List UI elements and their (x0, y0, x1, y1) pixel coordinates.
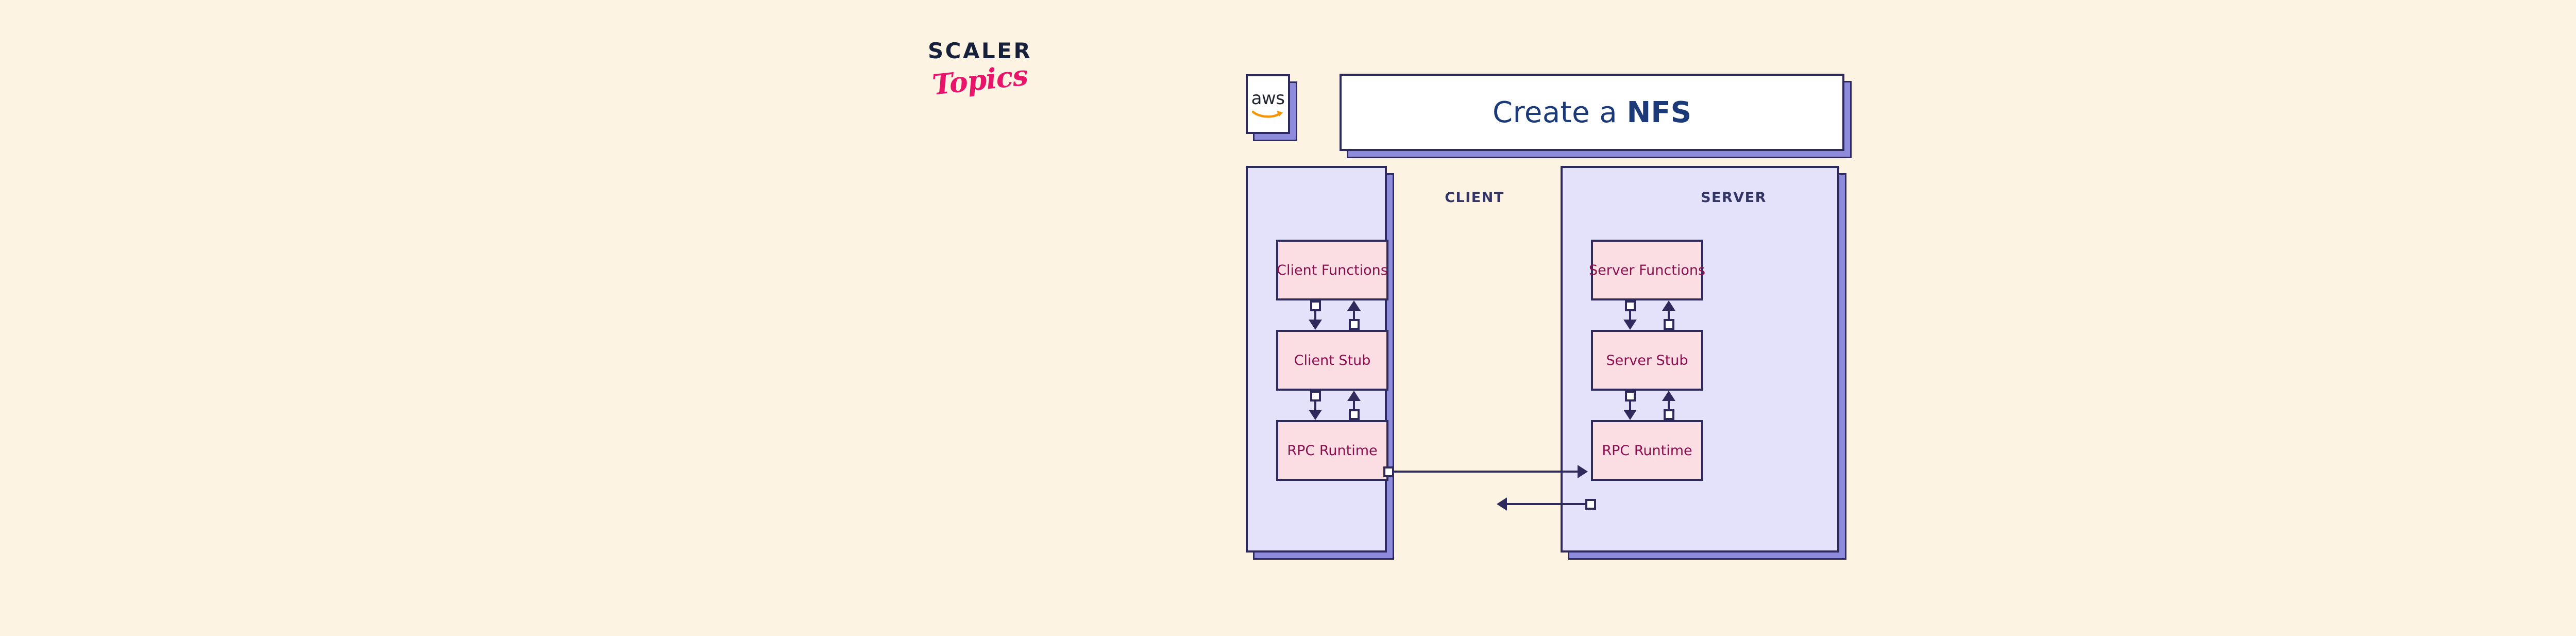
node-client-stub: Client Stub (1276, 330, 1388, 391)
aws-logo-badge: aws (1246, 74, 1290, 134)
page-title-emphasis: NFS (1626, 95, 1691, 129)
aws-smile-icon (1252, 110, 1283, 118)
arrow-head-server-stub-to-rpc (1623, 410, 1637, 420)
client-panel-title: CLIENT (1445, 190, 1504, 206)
aws-wordmark: aws (1251, 88, 1285, 109)
scaler-topics-logo: SCALER Topics (897, 40, 1062, 123)
handle-server-rpc-up (1664, 409, 1674, 420)
logo-scaler-wordmark: SCALER (927, 38, 1032, 63)
handle-server-functions-down (1625, 300, 1636, 311)
node-server-functions: Server Functions (1589, 240, 1705, 300)
arrow-shaft-client-stub-to-fn (1353, 309, 1355, 321)
arrow-shaft-client-rpc-to-server-rpc (1394, 471, 1580, 473)
handle-client-rpc-right (1383, 466, 1394, 477)
handle-server-rpc-left (1585, 499, 1596, 510)
arrow-shaft-server-stub-to-rpc (1629, 401, 1631, 412)
arrow-shaft-client-stub-to-rpc (1314, 401, 1316, 412)
node-server-stub: Server Stub (1591, 330, 1703, 391)
logo-topics-wordmark: Topics (930, 58, 1029, 102)
handle-client-stub-down (1310, 391, 1321, 401)
arrow-shaft-server-rpc-to-stub (1668, 399, 1670, 411)
arrow-head-client-fn-to-stub (1309, 320, 1322, 330)
arrow-head-client-stub-to-fn (1347, 300, 1361, 311)
arrow-head-client-rpc-to-server-rpc (1578, 465, 1588, 478)
handle-client-rpc-up (1349, 409, 1360, 420)
arrow-head-client-rpc-to-stub (1347, 391, 1361, 401)
title-bar: Create a NFS (1340, 74, 1844, 151)
arrow-shaft-client-fn-to-stub (1314, 311, 1316, 322)
handle-client-functions-down (1310, 300, 1321, 311)
arrow-head-server-fn-to-stub (1623, 320, 1637, 330)
arrow-shaft-server-rpc-to-client-rpc (1507, 503, 1586, 505)
server-panel-title: SERVER (1701, 190, 1767, 206)
page-title-prefix: Create a (1493, 95, 1627, 129)
node-server-rpc-runtime: RPC Runtime (1591, 420, 1703, 481)
page-title: Create a NFS (1493, 96, 1691, 129)
arrow-head-client-stub-to-rpc (1309, 410, 1322, 420)
arrow-head-server-rpc-to-stub (1662, 391, 1675, 401)
handle-client-stub-up (1349, 319, 1360, 330)
arrow-head-server-rpc-to-client-rpc (1497, 497, 1507, 511)
handle-server-stub-down (1625, 391, 1636, 401)
arrow-shaft-server-fn-to-stub (1629, 311, 1631, 322)
node-client-functions: Client Functions (1276, 240, 1388, 300)
arrow-head-server-stub-to-fn (1662, 300, 1675, 311)
handle-server-stub-up (1664, 319, 1674, 330)
node-client-rpc-runtime: RPC Runtime (1276, 420, 1388, 481)
arrow-shaft-client-rpc-to-stub (1353, 399, 1355, 411)
arrow-shaft-server-stub-to-fn (1668, 309, 1670, 321)
